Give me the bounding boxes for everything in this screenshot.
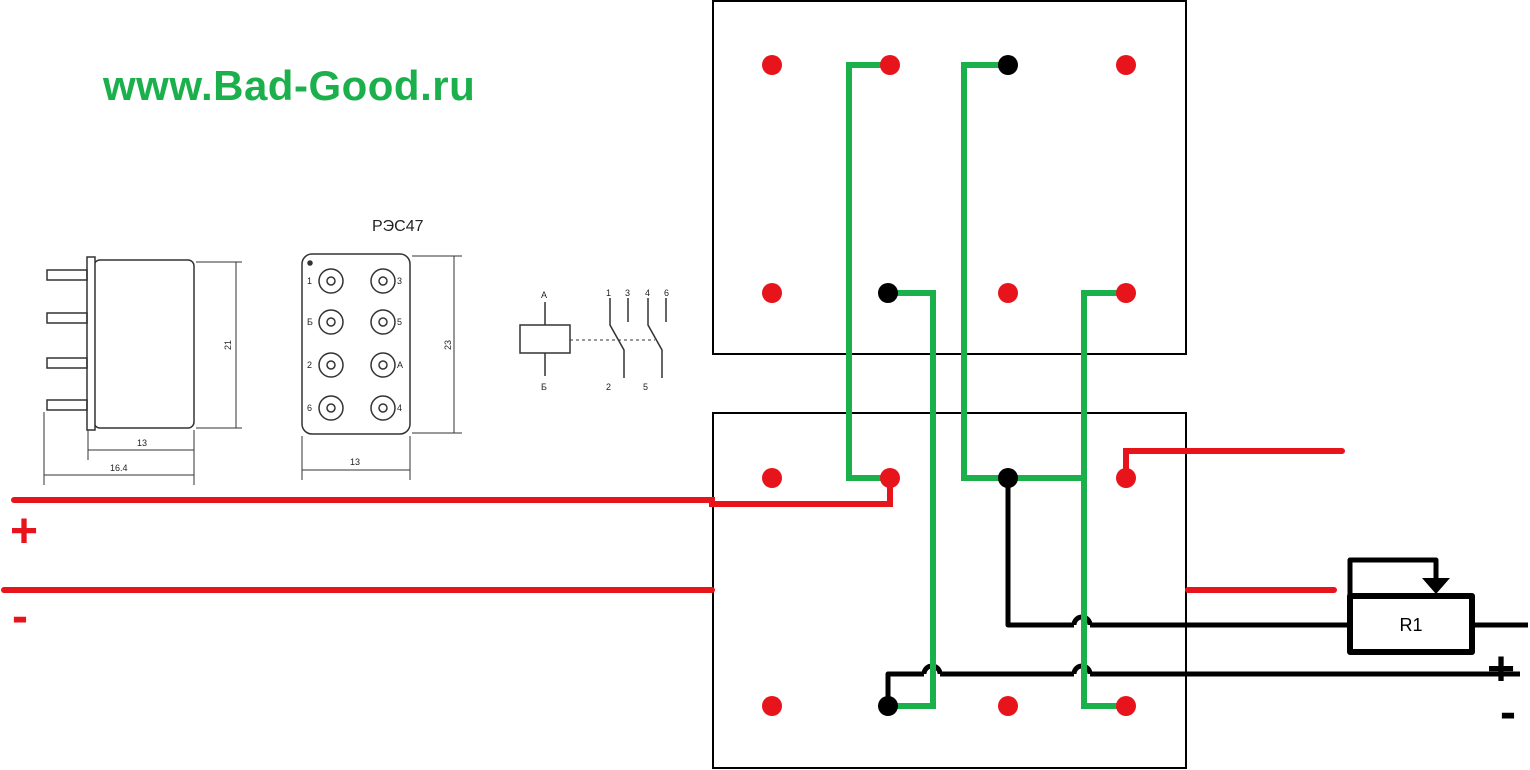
pin-label-2: 2 <box>307 360 312 370</box>
contact-label-3: 3 <box>625 288 630 298</box>
relay-model-title: РЭС47 <box>372 218 424 235</box>
link-wires <box>846 62 1126 709</box>
right-minus-sign: - <box>1500 686 1516 739</box>
contact-label-5: 5 <box>643 382 648 392</box>
pin-label-5: 5 <box>397 317 402 327</box>
lower-relay-board <box>712 412 1187 769</box>
pin-label-1: 1 <box>307 276 312 286</box>
side-body-width-dim: 13 <box>137 438 147 448</box>
pin-label-4: 4 <box>397 403 402 413</box>
pin-label-b: Б <box>307 317 313 327</box>
relay-schematic <box>519 298 667 378</box>
coil-label-a: А <box>541 290 547 300</box>
pin-label-a: А <box>397 360 403 370</box>
pin-label-3: 3 <box>397 276 402 286</box>
relay-top-view <box>301 253 462 480</box>
side-total-width-dim: 16.4 <box>110 463 128 473</box>
power-wires <box>1 448 1345 593</box>
trimmer-arrow-icon <box>1422 578 1450 594</box>
pin-label-6: 6 <box>307 403 312 413</box>
contact-label-4: 4 <box>645 288 650 298</box>
upper-relay-board <box>712 0 1187 355</box>
relay-side-view <box>43 256 242 485</box>
resistor-label: R1 <box>1399 615 1422 635</box>
black-wires <box>885 478 1528 706</box>
side-height-dim: 21 <box>223 340 233 350</box>
top-height-dim: 23 <box>443 340 453 350</box>
top-width-dim: 13 <box>350 457 360 467</box>
relay-pins <box>46 269 88 411</box>
right-plus-sign: + <box>1487 643 1515 696</box>
contact-label-6: 6 <box>664 288 669 298</box>
contact-label-2: 2 <box>606 382 611 392</box>
resistor-r1 <box>1347 593 1475 655</box>
left-plus-sign: + <box>10 505 38 558</box>
coil-label-b: Б <box>541 382 547 392</box>
relay-top-pins <box>318 268 396 421</box>
pads <box>762 55 1136 716</box>
site-title: www.Bad-Good.ru <box>103 62 476 109</box>
left-minus-sign: - <box>12 590 28 643</box>
contact-label-1: 1 <box>606 288 611 298</box>
